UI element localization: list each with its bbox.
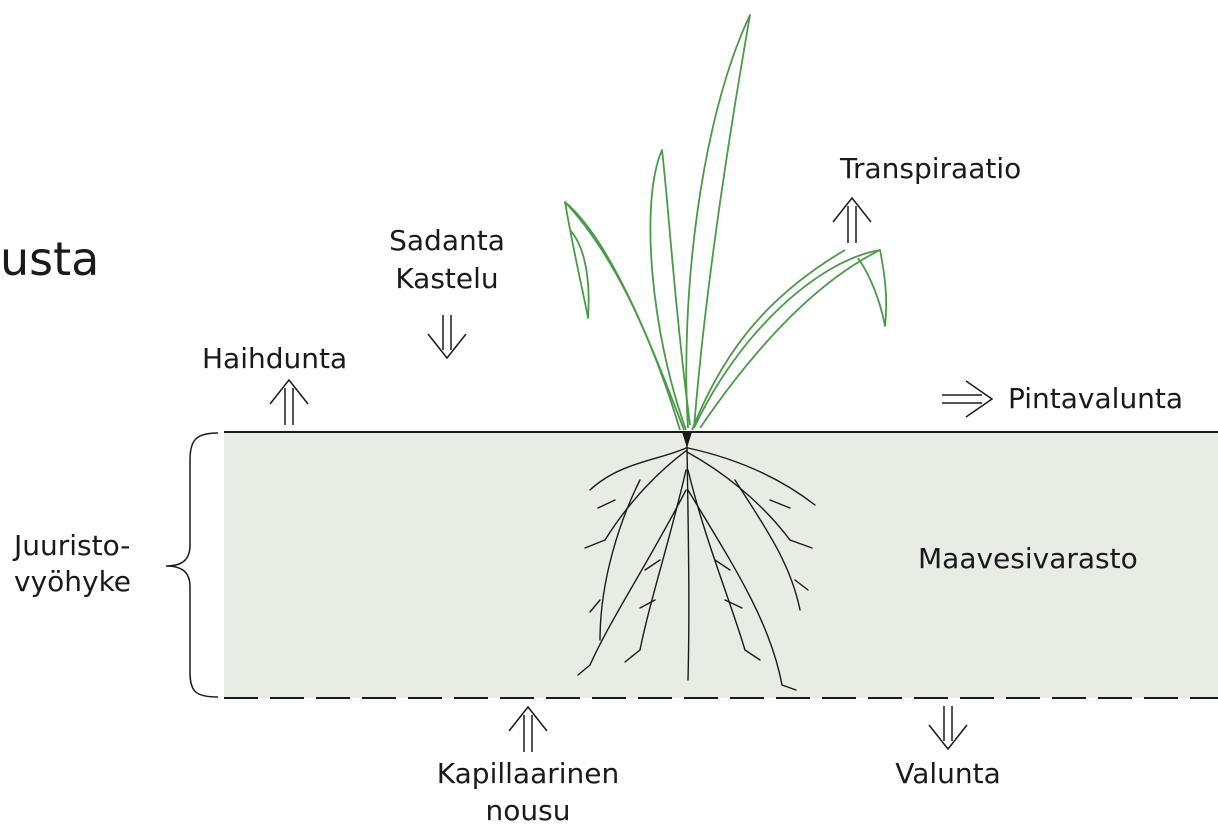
slide-title-fragment: usta xyxy=(0,231,99,287)
label-soil-water-storage: Maavesivarasto xyxy=(918,540,1138,578)
plant-leaves xyxy=(565,15,886,430)
arrow-capillary-rise xyxy=(509,707,547,752)
label-surface-runoff: Pintavalunta xyxy=(1008,380,1183,418)
label-capillary-rise-line1: Kapillaarinen xyxy=(400,755,656,793)
label-irrigation: Kastelu xyxy=(352,260,542,298)
arrow-drainage xyxy=(929,706,967,749)
root-zone-brace xyxy=(166,433,218,697)
arrow-surface-runoff xyxy=(942,381,992,417)
label-transpiration: Transpiraatio xyxy=(840,150,1021,188)
arrow-evaporation xyxy=(270,380,308,425)
label-root-zone-line2: vyöhyke xyxy=(14,563,131,601)
arrow-transpiration xyxy=(833,198,871,243)
label-precipitation: Sadanta xyxy=(352,222,542,260)
label-evaporation: Haihdunta xyxy=(202,340,347,378)
label-drainage: Valunta xyxy=(868,755,1028,793)
label-root-zone-line1: Juuristo- xyxy=(14,527,130,565)
label-capillary-rise-line2: nousu xyxy=(400,792,656,830)
arrow-precipitation xyxy=(428,315,466,358)
